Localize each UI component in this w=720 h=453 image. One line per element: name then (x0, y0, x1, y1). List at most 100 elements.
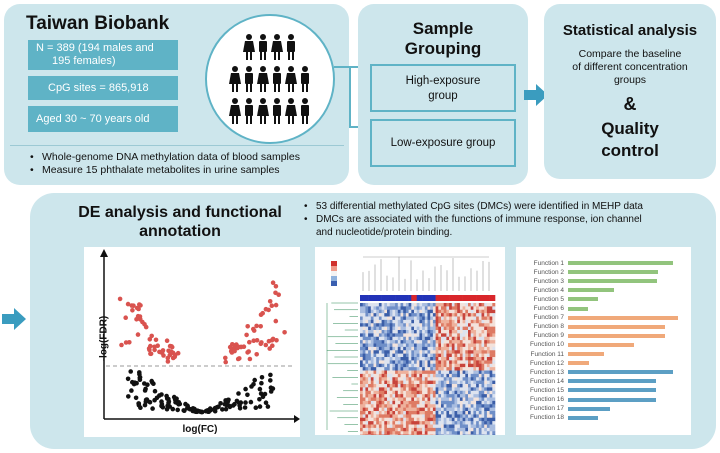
heatmap-cell (422, 404, 426, 408)
heatmap-cell (470, 397, 474, 402)
heatmap-cell (430, 417, 434, 422)
function-bar (568, 406, 610, 411)
high-exposure-line1: High-exposure (405, 75, 481, 87)
heatmap-cell (457, 367, 461, 371)
heatmap-cell (368, 387, 372, 392)
heatmap-cell (422, 343, 426, 348)
heatmap-cell (362, 303, 366, 307)
heatmap-cell (395, 336, 399, 341)
heatmap-cell (446, 353, 450, 358)
heatmap-cell (465, 336, 469, 341)
heatmap-cell (435, 343, 439, 348)
heatmap-cell (381, 390, 385, 395)
heatmap-cell (376, 387, 380, 392)
heatmap-cell (389, 417, 393, 422)
heatmap-cell (489, 417, 493, 422)
de-bullet-1: 53 differential methylated CpG sites (DM… (300, 200, 710, 213)
function-chart-box (516, 247, 691, 435)
heatmap-cell (419, 336, 423, 341)
heatmap-cell (362, 363, 366, 368)
heatmap-cell (365, 380, 369, 385)
heatmap-cell (443, 407, 447, 412)
heatmap-cell (360, 404, 363, 408)
heatmap-cell (376, 411, 380, 415)
heatmap-cell (427, 343, 431, 348)
volcano-point-black (268, 385, 274, 390)
heatmap-cell (416, 414, 420, 419)
heatmap-cell (427, 340, 431, 344)
heatmap-cell (373, 373, 377, 378)
age-range-box: Aged 30 ~ 70 years old (28, 106, 178, 132)
volcano-point-red (273, 284, 279, 289)
quality-line2: control (601, 141, 659, 160)
heatmap-cell (435, 336, 439, 341)
heatmap-cell (473, 404, 477, 408)
heatmap-cell (411, 427, 415, 432)
heatmap-cell (397, 377, 401, 381)
heatmap-cell (454, 394, 458, 398)
heatmap-cell (408, 346, 412, 351)
heatmap-cell (484, 414, 488, 419)
heatmap-cell (362, 390, 366, 395)
heatmap-cell (368, 340, 372, 344)
heatmap-cell (392, 340, 396, 344)
volcano-point-red (148, 343, 153, 349)
heatmap-cell (397, 427, 401, 432)
heatmap-cell (427, 431, 431, 435)
heatmap-cell (378, 363, 382, 368)
heatmap-cell (395, 340, 399, 344)
heatmap-cell (454, 377, 458, 381)
heatmap-cell (392, 431, 396, 435)
heatmap-cell (381, 400, 385, 405)
heatmap-cell (435, 350, 439, 354)
heatmap-cell (387, 367, 390, 371)
heatmap-cell (427, 309, 431, 314)
heatmap-cell (387, 333, 390, 338)
heatmap-cell (443, 414, 447, 419)
heatmap-cell (484, 340, 488, 344)
heatmap-cell (492, 336, 496, 341)
heatmap-cell (486, 350, 490, 354)
heatmap-cell (451, 427, 455, 432)
heatmap-cell (360, 414, 363, 419)
person-icon (271, 34, 283, 60)
heatmap-cell (438, 333, 442, 338)
heatmap-cell (405, 333, 409, 338)
heatmap-cell (411, 387, 415, 392)
heatmap-cell (432, 316, 436, 321)
heatmap-cell (397, 326, 401, 331)
heatmap-cell (405, 417, 409, 422)
heatmap-cell (360, 400, 363, 405)
heatmap-cell (443, 377, 447, 381)
heatmap-cell (376, 404, 380, 408)
heatmap-cell (400, 384, 404, 388)
heatmap-cell (484, 333, 488, 338)
heatmap-cell (360, 384, 363, 388)
heatmap-group-cell (465, 295, 469, 301)
heatmap-cell (432, 397, 436, 402)
heatmap-cell (419, 370, 423, 375)
heatmap-cell (427, 411, 431, 415)
heatmap-cell (384, 323, 388, 327)
heatmap-cell (387, 353, 390, 358)
heatmap-cell (462, 316, 466, 321)
heatmap-cell (441, 350, 444, 354)
heatmap-cell (486, 326, 490, 331)
heatmap-cell (492, 360, 496, 365)
heatmap-cell (376, 309, 380, 314)
heatmap-cell (362, 411, 366, 415)
heatmap-cell (489, 384, 493, 388)
heatmap-cell (465, 306, 469, 311)
heatmap-cell (443, 421, 447, 425)
heatmap-cell (389, 380, 393, 385)
heatmap-cell (492, 384, 496, 388)
heatmap-cell (462, 411, 466, 415)
heatmap-cell (427, 367, 431, 371)
heatmap-cell (400, 363, 404, 368)
heatmap-cell (484, 330, 488, 334)
function-label: Function 11 (530, 350, 564, 358)
heatmap-cell (449, 397, 453, 402)
heatmap-cell (373, 380, 377, 385)
volcano-point-red (282, 330, 287, 335)
heatmap-cell (465, 427, 469, 432)
